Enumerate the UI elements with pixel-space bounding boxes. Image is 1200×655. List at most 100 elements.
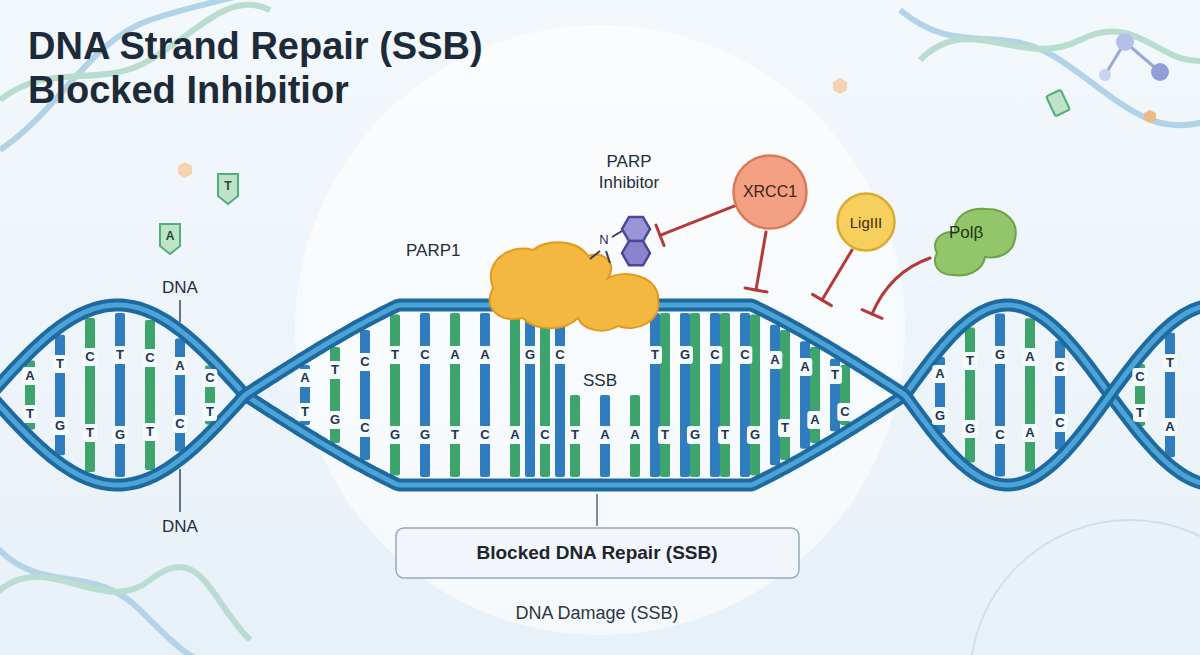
base-letter: T (83, 424, 97, 442)
base-letter: A (297, 369, 312, 387)
base-letter: C (82, 348, 97, 366)
dna-backbone (637, 305, 1200, 485)
label-wrap: A (767, 351, 782, 369)
label-wrap: A (807, 411, 822, 429)
label-wrap: C (417, 346, 432, 364)
label-wrap: G (387, 426, 403, 444)
base-pair-rung (115, 313, 125, 477)
base-letter: C (1052, 414, 1067, 432)
label-wrap: A (22, 367, 37, 385)
base-letter: T (568, 426, 582, 444)
base-letter: T (328, 361, 342, 379)
label-wrap: T (328, 361, 342, 379)
label-wrap: G (52, 417, 68, 435)
base-letter: C (357, 353, 372, 371)
base-pair-rung (555, 313, 565, 477)
label-wrap: T (658, 426, 672, 444)
label-wrap: T (1133, 404, 1147, 422)
bond-line (606, 251, 610, 263)
decor-path (756, 232, 766, 290)
base-pair-rung (740, 313, 750, 477)
node-text: Polβ (949, 222, 983, 243)
base-letter: C (737, 346, 752, 364)
label-wrap: G (687, 426, 703, 444)
protein-circle-shape (838, 194, 895, 251)
label-wrap: G (112, 426, 128, 444)
leader-lines (180, 300, 597, 526)
base-letter: C (537, 426, 552, 444)
base-letter: A (597, 426, 612, 444)
base-letter: A (477, 346, 492, 364)
decor-polygon (1144, 110, 1156, 123)
base-letter: T (143, 423, 157, 441)
base-pair-rung (85, 318, 95, 472)
base-pair-rung (525, 313, 535, 477)
label-wrap: C (992, 426, 1007, 444)
base-pair-rung (965, 327, 975, 462)
base-letter: T (113, 346, 127, 364)
label-wrap: G (677, 346, 693, 364)
decor-polygon (178, 162, 192, 178)
decor-path (218, 174, 238, 204)
base-letter: C (992, 426, 1007, 444)
label-wrap: G (962, 420, 978, 438)
label-wrap: G (522, 346, 538, 364)
base-letter: C (417, 346, 432, 364)
base-letter: C (357, 419, 372, 437)
base-pair-rung (650, 313, 660, 477)
base-letter: G (687, 426, 703, 444)
label-wrap: G (747, 426, 763, 444)
label-wrap: C (357, 353, 372, 371)
inhibitor-ring (622, 241, 650, 265)
protein-circle: LigIII (836, 192, 896, 252)
base-pair-rung (720, 313, 730, 477)
node-text: PARP1 (406, 240, 461, 261)
inhibitor-ring (622, 217, 650, 241)
label-wrap: A (447, 346, 462, 364)
decor-line (596, 494, 598, 526)
label-wrap: DNA (162, 277, 198, 298)
decor-line (745, 288, 767, 292)
part-label: DNA (162, 516, 198, 537)
base-pair-rung (145, 320, 155, 470)
label-wrap: SSB (583, 370, 617, 391)
label-wrap: C (1052, 414, 1067, 432)
base-pair-rung (55, 335, 65, 456)
dna-backbone (0, 305, 595, 485)
process-box: Blocked DNA Repair (SSB) (395, 527, 800, 579)
base-letter: T (963, 352, 977, 370)
base-letter: G (932, 407, 948, 425)
label-wrap: T (143, 423, 157, 441)
base-pair-rung (1025, 318, 1035, 471)
node-label: LigIII (850, 213, 883, 232)
decor-path (822, 250, 852, 300)
base-letter: T (298, 403, 312, 421)
label-wrap: C (142, 349, 157, 367)
base-pair-rung (390, 315, 400, 476)
label-wrap: A (172, 357, 187, 375)
base-letter: A (807, 411, 822, 429)
decor-line (179, 469, 181, 512)
decor-circle (1151, 63, 1169, 81)
label-wrap: A (507, 426, 522, 444)
base-letter: C (142, 349, 157, 367)
inhibition-bar (656, 225, 664, 245)
base-pair-rung (510, 313, 520, 477)
base-letter: T (1163, 354, 1177, 372)
base-letter: G (747, 426, 763, 444)
decor-path (0, 567, 250, 640)
base-letter: C (172, 415, 187, 433)
label-wrap: T (53, 355, 67, 373)
base-letter: G (52, 417, 68, 435)
label-wrap: C (837, 403, 852, 421)
base-letter: C (552, 346, 567, 364)
label-wrap: A (1162, 418, 1177, 436)
label-wrap: T (113, 346, 127, 364)
label-wrap: T (718, 426, 732, 444)
label-wrap: C (202, 369, 217, 387)
base-letter: T (1133, 404, 1147, 422)
base-letter: T (388, 346, 402, 364)
dna-backbone-highlight (637, 305, 1200, 485)
dna-backbone-highlight (0, 305, 595, 485)
